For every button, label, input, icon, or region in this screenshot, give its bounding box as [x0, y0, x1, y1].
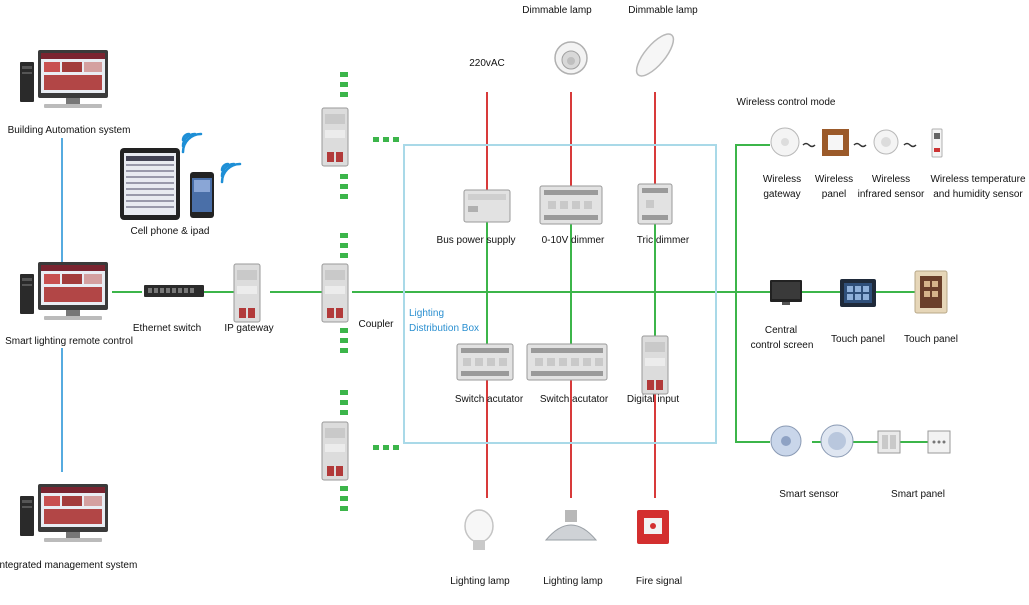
- coupler-icon-bottom: [321, 421, 349, 481]
- remote-control-label: Smart lighting remote control: [5, 336, 133, 347]
- ip-gateway-icon: [233, 263, 261, 323]
- central-control-screen-icon: [770, 280, 802, 305]
- bulb-lamp-icon: [464, 509, 494, 550]
- ethernet-switch-icon: [144, 285, 204, 297]
- coupler-label: Coupler: [358, 319, 394, 330]
- ims-computer-icon: [20, 484, 108, 542]
- power-lines: [486, 92, 656, 498]
- wave-connector-icon: [903, 142, 917, 148]
- smart-sensor-icon-2: [820, 424, 854, 458]
- panel-lamp-icon: [635, 33, 675, 77]
- wireless-panel-label-1: Wireless: [815, 174, 853, 185]
- fire-alarm-icon: [637, 510, 669, 544]
- ethernet-switch-label: Ethernet switch: [133, 323, 201, 334]
- bas-computer-icon: [20, 50, 108, 108]
- digital-input-label: Digital input: [627, 394, 679, 405]
- digital-input-icon: [641, 335, 669, 395]
- triac-dimmer-icon: [637, 183, 673, 225]
- bas-label: Building Automation system: [8, 125, 131, 136]
- wave-connector-icon: [802, 142, 816, 148]
- lighting-lamp-label-1: Lighting lamp: [450, 576, 510, 587]
- wireless-ir-sensor-label-2: infrared sensor: [858, 189, 925, 200]
- lighting-lamp-label-2: Lighting lamp: [543, 576, 603, 587]
- wireless-panel-icon: [822, 129, 849, 156]
- switch-actuator-icon-1: [456, 343, 514, 381]
- bus-line-wireless-branch: [735, 144, 770, 292]
- ip-gateway-label: IP gateway: [224, 323, 273, 334]
- dimmer-0-10v-icon: [539, 185, 603, 225]
- dimmable-lamp-label-1: Dimmable lamp: [522, 5, 592, 16]
- distribution-box-label-line1: Lighting: [409, 308, 444, 319]
- bus-power-supply-icon: [463, 189, 511, 223]
- bus-power-supply-label: Bus power supply: [437, 235, 516, 246]
- central-control-screen-label-1: Central: [765, 325, 797, 336]
- smart-panel-label: Smart panel: [891, 489, 945, 500]
- smart-sensor-icon-1: [770, 425, 802, 457]
- triac-dimmer-label: Tric dimmer: [637, 235, 690, 246]
- phone-label: Cell phone & ipad: [131, 226, 210, 237]
- downlight-lamp-icon: [554, 41, 588, 75]
- highbay-lamp-icon: [544, 510, 598, 541]
- lighting-distribution-box: [403, 144, 717, 444]
- wireless-temperature-sensor-icon: [931, 128, 943, 158]
- bus-dashes: [340, 72, 399, 511]
- tablet-icon: [120, 148, 180, 220]
- bus-lines: [112, 144, 928, 443]
- dimmable-lamp-label-2: Dimmable lamp: [628, 5, 698, 16]
- wireless-mode-label: Wireless control mode: [737, 97, 836, 108]
- touch-panel-label-2: Touch panel: [904, 334, 958, 345]
- coupler-icon-middle: [321, 263, 349, 323]
- smart-panel-icon-2: [927, 430, 951, 454]
- wireless-infrared-sensor-icon: [873, 129, 899, 155]
- wireless-gateway-label-1: Wireless: [763, 174, 801, 185]
- touch-panel-icon-2: [914, 270, 948, 314]
- smart-sensor-label: Smart sensor: [779, 489, 839, 500]
- switch-actuator-icon-2: [526, 343, 608, 381]
- switch-actuator-label-2: Switch acutator: [540, 394, 609, 405]
- distribution-box-label-line2: Distribution Box: [409, 323, 479, 334]
- dimmer-0-10v-label: 0-10V dimmer: [542, 235, 605, 246]
- wave-connector-icon: [853, 142, 867, 148]
- wifi-icon: [220, 162, 242, 184]
- fire-signal-label: Fire signal: [636, 576, 682, 587]
- touch-panel-label-1: Touch panel: [831, 334, 885, 345]
- phone-icon: [190, 172, 214, 218]
- wifi-icon: [181, 132, 203, 154]
- wireless-panel-label-2: panel: [822, 189, 846, 200]
- smart-panel-icon-1: [877, 430, 901, 454]
- wireless-ir-sensor-label-1: Wireless: [872, 174, 910, 185]
- bus-line-sensor-branch: [735, 292, 770, 443]
- wireless-temperature-sensor-label-1: Wireless temperature: [930, 174, 1025, 185]
- ims-label: Integrated management system: [0, 560, 137, 571]
- wireless-gateway-icon: [770, 127, 800, 157]
- central-control-screen-label-2: control screen: [751, 340, 814, 351]
- switch-actuator-label-1: Switch acutator: [455, 394, 524, 405]
- 220vac-label: 220vAC: [469, 58, 505, 69]
- coupler-icon-top: [321, 107, 349, 167]
- wireless-gateway-label-2: gateway: [763, 189, 800, 200]
- touch-panel-icon-1: [840, 279, 876, 307]
- wireless-temperature-sensor-label-2: and humidity sensor: [933, 189, 1023, 200]
- remote-control-computer-icon: [20, 262, 108, 320]
